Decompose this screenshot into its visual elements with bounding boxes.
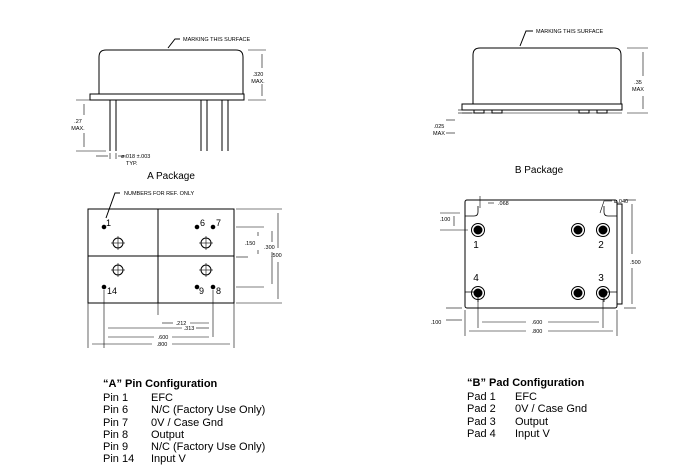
a-dim-500: .500: [271, 253, 282, 259]
b-dim-800: .800: [532, 329, 543, 335]
table-row: Pin 9 N/C (Factory Use Only): [103, 441, 265, 453]
pad-function: Output: [515, 415, 549, 428]
a-height-max: .320: [253, 72, 264, 78]
b-package-caption: B Package: [515, 165, 564, 176]
pin-function: Output: [151, 428, 185, 441]
pad-function: 0V / Case Gnd: [515, 403, 588, 416]
b-height-max-suffix: MAX: [632, 87, 644, 93]
b-height-max: .35: [634, 80, 642, 86]
a-dim-212: .212: [176, 321, 187, 327]
a-pin-label-6: 6: [200, 218, 205, 228]
b-dim-100-bottom: .100: [431, 320, 442, 326]
b-pad-configuration: “B” Pad Configuration Pad 1 EFC Pad 2 0V /…: [467, 377, 587, 440]
a-lead-diameter: ø.018 ±.003: [121, 154, 150, 160]
b-pad-label-3: 3: [598, 273, 604, 284]
pin-id: Pin 1: [103, 392, 129, 405]
a-lead-length: .27: [74, 119, 82, 125]
pad-id: Pad 4: [467, 427, 496, 440]
b-dim-040: ø.040: [614, 199, 628, 205]
pin-id: Pin 7: [103, 416, 129, 429]
a-lead-diameter-suffix: TYP.: [126, 161, 138, 167]
package-a-side-view: [76, 38, 266, 159]
b-marking-label: MARKING THIS SURFACE: [536, 29, 603, 35]
b-standoff-suffix: MAX: [433, 131, 445, 137]
table-row: Pad 2 0V / Case Gnd: [467, 403, 587, 415]
b-standoff: .025: [434, 124, 445, 130]
pad-function: Input V: [515, 427, 550, 440]
pin-function: 0V / Case Gnd: [151, 416, 224, 429]
package-a-bottom-view: [87, 192, 282, 348]
b-dim-100-top: .100: [440, 217, 451, 223]
pin-id: Pin 8: [103, 428, 129, 441]
a-pin-label-7: 7: [216, 218, 221, 228]
pin-function: EFC: [151, 392, 173, 405]
b-dim-600: .600: [532, 320, 543, 326]
table-row: Pin 14 Input V: [103, 453, 265, 465]
pad-function: EFC: [515, 391, 537, 404]
a-lead-length-suffix: MAX.: [71, 126, 85, 132]
table-row: Pin 8 Output: [103, 429, 265, 441]
a-dim-313: .313: [184, 326, 195, 332]
pin-id: Pin 6: [103, 404, 129, 417]
a-pin-config-title: “A” Pin Configuration: [103, 378, 218, 390]
a-dim-600: .600: [158, 335, 169, 341]
table-row: Pin 6 N/C (Factory Use Only): [103, 404, 265, 416]
table-row: Pad 3 Output: [467, 416, 587, 428]
table-row: Pad 1 EFC: [467, 391, 587, 403]
b-dim-068: .068: [498, 201, 509, 207]
pin-function: N/C (Factory Use Only): [151, 404, 266, 417]
package-b-side-view: [446, 30, 648, 134]
a-pin-label-8: 8: [216, 286, 221, 296]
a-package-caption: A Package: [147, 171, 195, 182]
table-row: Pin 1 EFC: [103, 392, 265, 404]
table-row: Pin 7 0V / Case Gnd: [103, 417, 265, 429]
pin-id: Pin 9: [103, 441, 129, 454]
a-pin-configuration: “A” Pin Configuration Pin 1 EFC Pin 6 N/C …: [103, 378, 265, 465]
a-dim-800: .800: [157, 342, 168, 348]
package-b-bottom-view: [440, 196, 636, 336]
pin-id: Pin 14: [103, 453, 135, 466]
pad-id: Pad 3: [467, 415, 496, 428]
b-pad-label-1: 1: [473, 240, 479, 251]
a-dim-300: .300: [264, 245, 275, 251]
a-height-max-suffix: MAX.: [251, 79, 265, 85]
a-numbers-note: NUMBERS FOR REF. ONLY: [124, 191, 195, 197]
a-pin-label-1: 1: [106, 218, 111, 228]
pad-id: Pad 1: [467, 391, 496, 404]
a-marking-label: MARKING THIS SURFACE: [183, 37, 250, 43]
a-pin-label-14: 14: [107, 286, 117, 296]
pin-function: N/C (Factory Use Only): [151, 441, 266, 454]
b-pad-label-4: 4: [473, 273, 479, 284]
b-pad-config-title: “B” Pad Configuration: [467, 377, 585, 389]
a-dim-150: .150: [245, 241, 256, 247]
pin-function: Input V: [151, 453, 186, 466]
b-pad-label-2: 2: [598, 240, 604, 251]
b-dim-500: .500: [630, 260, 641, 266]
a-pin-label-9: 9: [199, 286, 204, 296]
pad-id: Pad 2: [467, 403, 496, 416]
table-row: Pad 4 Input V: [467, 428, 587, 440]
